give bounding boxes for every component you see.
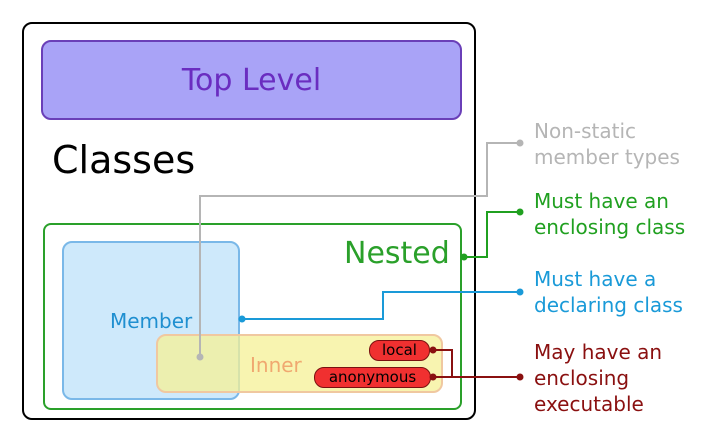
enclosing-end-dot: [516, 208, 524, 216]
top-level-box: Top Level: [41, 40, 462, 120]
executable-end-dot: [516, 373, 524, 381]
top-level-label: Top Level: [181, 62, 322, 98]
local-label: local: [382, 341, 417, 359]
enclosing-note: Must have an enclosing class: [534, 188, 685, 240]
executable-note: May have an enclosing executable: [534, 339, 662, 417]
nonstatic-note-line: Non-static: [534, 119, 637, 143]
executable-note-line: May have an: [534, 340, 663, 364]
declaring-note-line: declaring class: [534, 293, 683, 317]
declaring-note-line: Must have a: [534, 267, 657, 291]
enclosing-note-line: enclosing class: [534, 215, 686, 239]
nonstatic-end-dot: [516, 139, 524, 147]
nested-label: Nested: [344, 236, 450, 271]
executable-note-line: executable: [534, 392, 644, 416]
nonstatic-note-line: member types: [534, 145, 680, 169]
nonstatic-note: Non-static member types: [534, 118, 680, 170]
member-label: Member: [110, 309, 193, 333]
declaring-end-dot: [516, 288, 524, 296]
inner-label: Inner: [250, 353, 302, 377]
anonymous-pill: anonymous: [314, 367, 431, 388]
executable-note-line: enclosing: [534, 366, 630, 390]
local-pill: local: [369, 340, 430, 361]
anonymous-label: anonymous: [328, 368, 417, 386]
enclosing-note-line: Must have an: [534, 189, 669, 213]
declaring-note: Must have a declaring class: [534, 266, 683, 318]
classes-title: Classes: [52, 138, 196, 182]
